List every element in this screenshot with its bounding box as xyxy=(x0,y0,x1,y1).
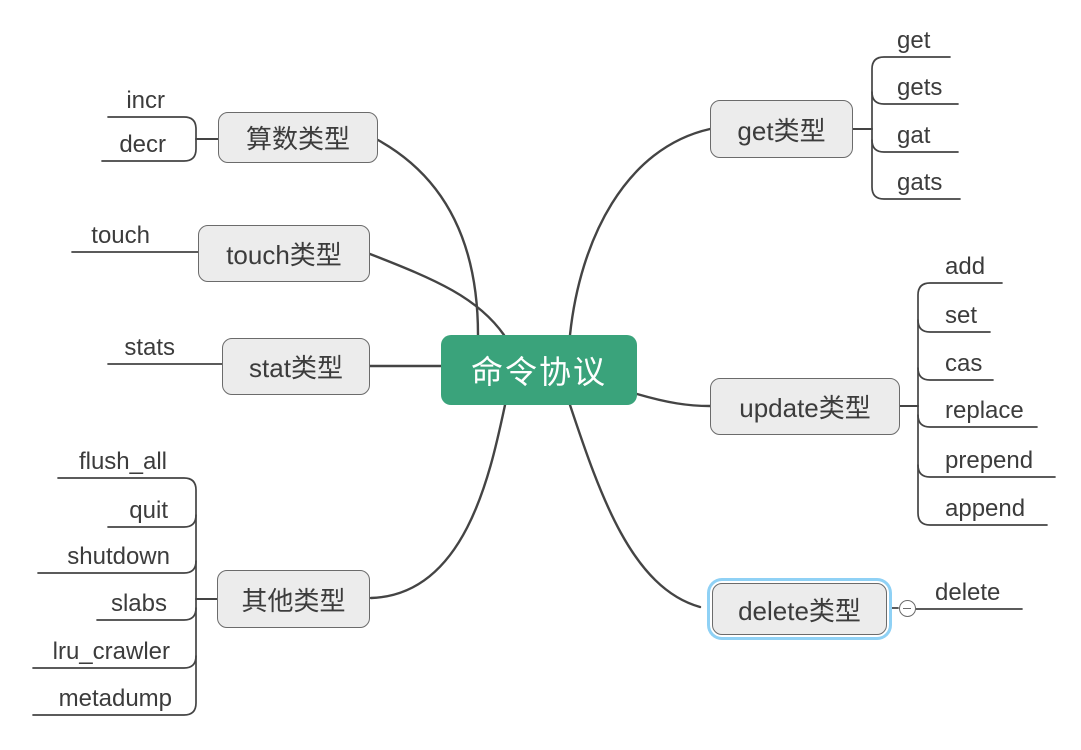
child-topic-delete[interactable]: delete xyxy=(935,579,1001,606)
child-topic-stats[interactable]: stats xyxy=(124,334,175,361)
connector-other-type xyxy=(369,403,507,600)
topic-delete-type[interactable]: delete类型 xyxy=(712,583,887,635)
get-type-child-line-0 xyxy=(871,91,959,105)
arith-type-bracket xyxy=(101,116,197,162)
child-topic-slabs[interactable]: slabs xyxy=(110,590,167,617)
update-type-child-line-0 xyxy=(917,319,991,333)
connector-arith-type xyxy=(376,138,480,337)
child-topic-metadump[interactable]: metadump xyxy=(58,685,172,712)
other-type-bracket xyxy=(32,477,197,716)
update-type-child-line-2 xyxy=(917,414,1038,428)
child-topic-shutdown[interactable]: shutdown xyxy=(67,543,170,570)
update-type-child-line-3 xyxy=(917,464,1056,478)
topic-stat-type[interactable]: stat类型 xyxy=(222,338,370,395)
child-topic-replace[interactable]: replace xyxy=(945,397,1024,424)
other-type-child-line-0 xyxy=(107,514,197,528)
child-topic-lru_crawler[interactable]: lru_crawler xyxy=(52,638,170,665)
topic-get-type[interactable]: get类型 xyxy=(710,100,853,158)
topic-touch-type[interactable]: touch类型 xyxy=(198,225,370,282)
other-type-child-line-3 xyxy=(32,655,197,669)
child-topic-gat[interactable]: gat xyxy=(897,122,931,149)
connector-update-type xyxy=(635,392,712,408)
collapse-minus-icon[interactable] xyxy=(898,599,916,617)
child-topic-add[interactable]: add xyxy=(945,253,986,280)
child-topic-cas[interactable]: cas xyxy=(945,350,983,377)
get-type-child-line-1 xyxy=(871,139,959,153)
child-topic-incr[interactable]: incr xyxy=(126,87,165,114)
child-topic-flush_all[interactable]: flush_all xyxy=(78,448,167,475)
child-topic-gets[interactable]: gets xyxy=(897,74,943,101)
topic-other-type[interactable]: 其他类型 xyxy=(217,570,370,628)
other-type-child-line-2 xyxy=(96,607,197,621)
other-type-child-line-1 xyxy=(37,560,197,574)
child-topic-get[interactable]: get xyxy=(897,27,931,54)
update-type-bracket xyxy=(917,282,1048,526)
child-topic-touch[interactable]: touch xyxy=(91,222,150,249)
child-topic-gats[interactable]: gats xyxy=(897,169,943,196)
connector-touch-type xyxy=(368,252,506,337)
child-topic-prepend[interactable]: prepend xyxy=(945,447,1034,474)
topic-arith-type[interactable]: 算数类型 xyxy=(218,112,378,163)
update-type-child-line-1 xyxy=(917,367,994,381)
get-type-bracket xyxy=(871,56,961,200)
child-topic-append[interactable]: append xyxy=(945,495,1026,522)
root-topic[interactable]: 命令协议 xyxy=(441,335,637,405)
child-topic-set[interactable]: set xyxy=(945,302,978,329)
connector-delete-type xyxy=(568,403,702,609)
connector-get-type xyxy=(568,127,712,337)
child-topic-quit[interactable]: quit xyxy=(129,497,168,524)
topic-update-type[interactable]: update类型 xyxy=(710,378,900,435)
child-topic-decr[interactable]: decr xyxy=(119,131,166,158)
